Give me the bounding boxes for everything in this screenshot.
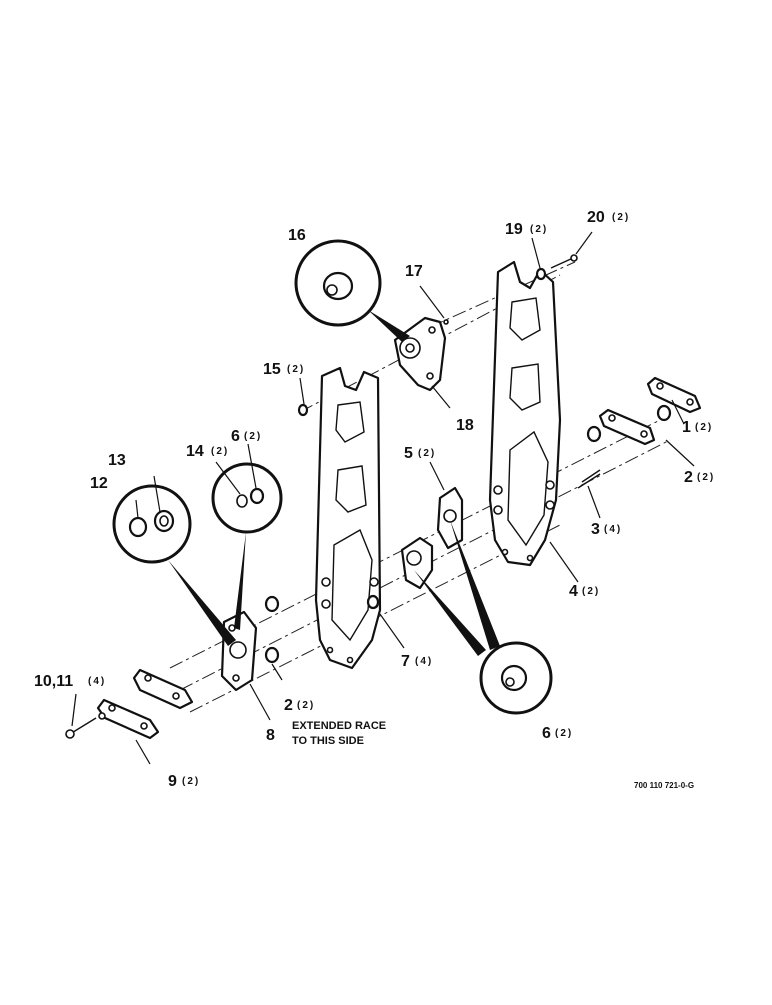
label-15: 15 — [263, 361, 281, 378]
detail-circle-16 — [294, 239, 410, 342]
upper-bracket — [393, 316, 447, 392]
note-line-1: EXTENDED RACE — [292, 720, 386, 732]
label-6-upper: 6 — [231, 428, 240, 445]
bolts — [65, 254, 601, 739]
spacers — [264, 267, 672, 664]
label-16: 16 — [288, 227, 306, 244]
bearing-bracket-5 — [400, 486, 464, 590]
label-14-qty: (2) — [211, 446, 229, 457]
label-10-11: 10,11 — [34, 673, 73, 690]
side-plate-left — [314, 366, 382, 670]
label-19-qty: (2) — [530, 224, 548, 235]
label-9: 9 — [168, 773, 177, 790]
label-1: 1 — [682, 419, 691, 436]
label-12: 12 — [90, 475, 108, 492]
side-plate-right — [488, 260, 562, 567]
label-3-qty: (4) — [604, 524, 622, 535]
label-5: 5 — [404, 445, 413, 462]
label-10-11-qty: (4) — [88, 676, 106, 687]
label-7-qty: (4) — [415, 656, 433, 667]
callout-labels: 16 17 19 (2) 20 (2) 15 (2) 18 1 (2) 2 (2… — [34, 209, 715, 790]
note-line-2: TO THIS SIDE — [292, 735, 364, 747]
detail-circle-12-13 — [112, 484, 236, 646]
label-6-lower-qty: (2) — [555, 728, 573, 739]
leader-lines — [71, 231, 695, 765]
label-20-qty: (2) — [612, 212, 630, 223]
label-7: 7 — [401, 653, 410, 670]
label-15-qty: (2) — [287, 364, 305, 375]
label-14: 14 — [186, 443, 204, 460]
label-9-qty: (2) — [182, 776, 200, 787]
strap-plates-right — [598, 376, 702, 446]
label-1-qty: (2) — [695, 422, 713, 433]
label-2-left-qty: (2) — [297, 700, 315, 711]
label-3: 3 — [591, 521, 600, 538]
label-2-left: 2 — [284, 697, 293, 714]
label-6-lower: 6 — [542, 725, 551, 742]
label-5-qty: (2) — [418, 448, 436, 459]
label-13: 13 — [108, 452, 126, 469]
label-4-qty: (2) — [582, 586, 600, 597]
bearing-bracket-8 — [220, 610, 258, 692]
detail-circle-6-lower — [414, 520, 553, 715]
label-19: 19 — [505, 221, 523, 238]
label-8: 8 — [266, 727, 275, 744]
label-6-upper-qty: (2) — [244, 431, 262, 442]
label-2-right-qty: (2) — [697, 472, 715, 483]
label-18: 18 — [456, 417, 474, 434]
label-2-right: 2 — [684, 469, 693, 486]
strap-plates-left — [96, 668, 194, 740]
label-4: 4 — [569, 583, 578, 600]
label-17: 17 — [405, 263, 423, 280]
label-20: 20 — [587, 209, 605, 226]
drawing-code: 700 110 721-0-G — [634, 781, 694, 790]
